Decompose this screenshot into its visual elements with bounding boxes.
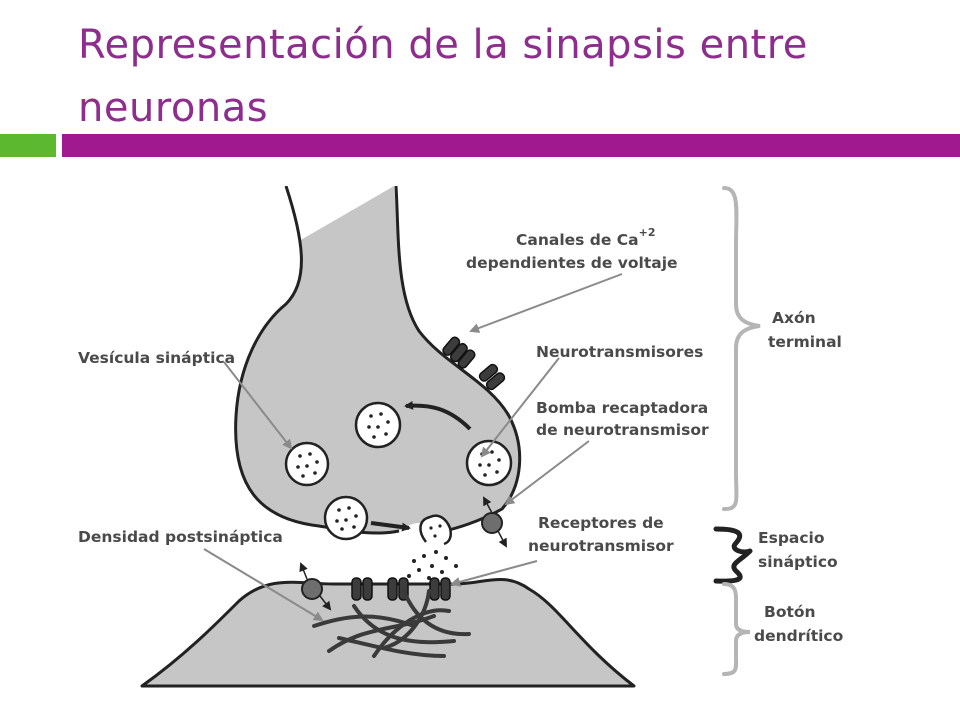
label-bomba-recaptadora: Bomba recaptadora: [536, 399, 708, 417]
calcium-channel-upper: [442, 336, 476, 369]
label-canales-ca: Canales de Ca+2: [516, 226, 656, 249]
synapse-diagram: Canales de Ca+2 dependientes de voltaje …: [74, 186, 864, 692]
label-receptores-neurotransmisor: neurotransmisor: [528, 537, 674, 555]
label-terminal: terminal: [768, 333, 842, 351]
vesicle-bottom: [323, 495, 369, 541]
postsynaptic-receptors: [351, 577, 451, 601]
vesicle-right: [465, 439, 513, 487]
slide-title: Representación de la sinapsis entre neur…: [78, 22, 808, 131]
label-sinaptico: sináptico: [758, 553, 838, 571]
bracket-axon-terminal: [722, 186, 761, 511]
label-vesicula-sinaptica: Vesícula sináptica: [78, 349, 235, 367]
label-dependientes-voltaje: dependientes de voltaje: [466, 254, 678, 272]
bracket-espacio-sinaptico: [713, 526, 753, 584]
title-accent-purple-bar: [62, 134, 960, 157]
small-arrows: [299, 496, 507, 611]
label-boton: Botón: [764, 603, 816, 621]
postsynaptic-pump: [301, 578, 323, 600]
axon-membrane-right: [394, 186, 522, 533]
neurotransmitter-molecules: [407, 550, 458, 580]
pointer-arrows: [203, 273, 623, 622]
label-axon: Axón: [772, 309, 816, 327]
label-neurotransmisores: Neurotransmisores: [536, 343, 703, 361]
vesicle-left: [284, 441, 330, 487]
bracket-boton-dendritico: [722, 582, 751, 676]
vesicle-upper: [354, 401, 402, 449]
postsynaptic-density: [312, 589, 471, 658]
flow-arrows: [370, 400, 472, 532]
title-accent-green-bar: [0, 134, 56, 157]
vesicle-fusing: [419, 514, 452, 546]
label-espacio: Espacio: [758, 529, 825, 547]
label-densidad-postsinaptica: Densidad postsináptica: [78, 528, 283, 546]
reuptake-pump: [481, 512, 503, 534]
label-de-neurotransmisor: de neurotransmisor: [536, 421, 709, 439]
calcium-channel-lower: [478, 363, 506, 391]
label-receptores: Receptores de: [538, 514, 664, 532]
label-dendritico: dendrítico: [754, 627, 843, 645]
